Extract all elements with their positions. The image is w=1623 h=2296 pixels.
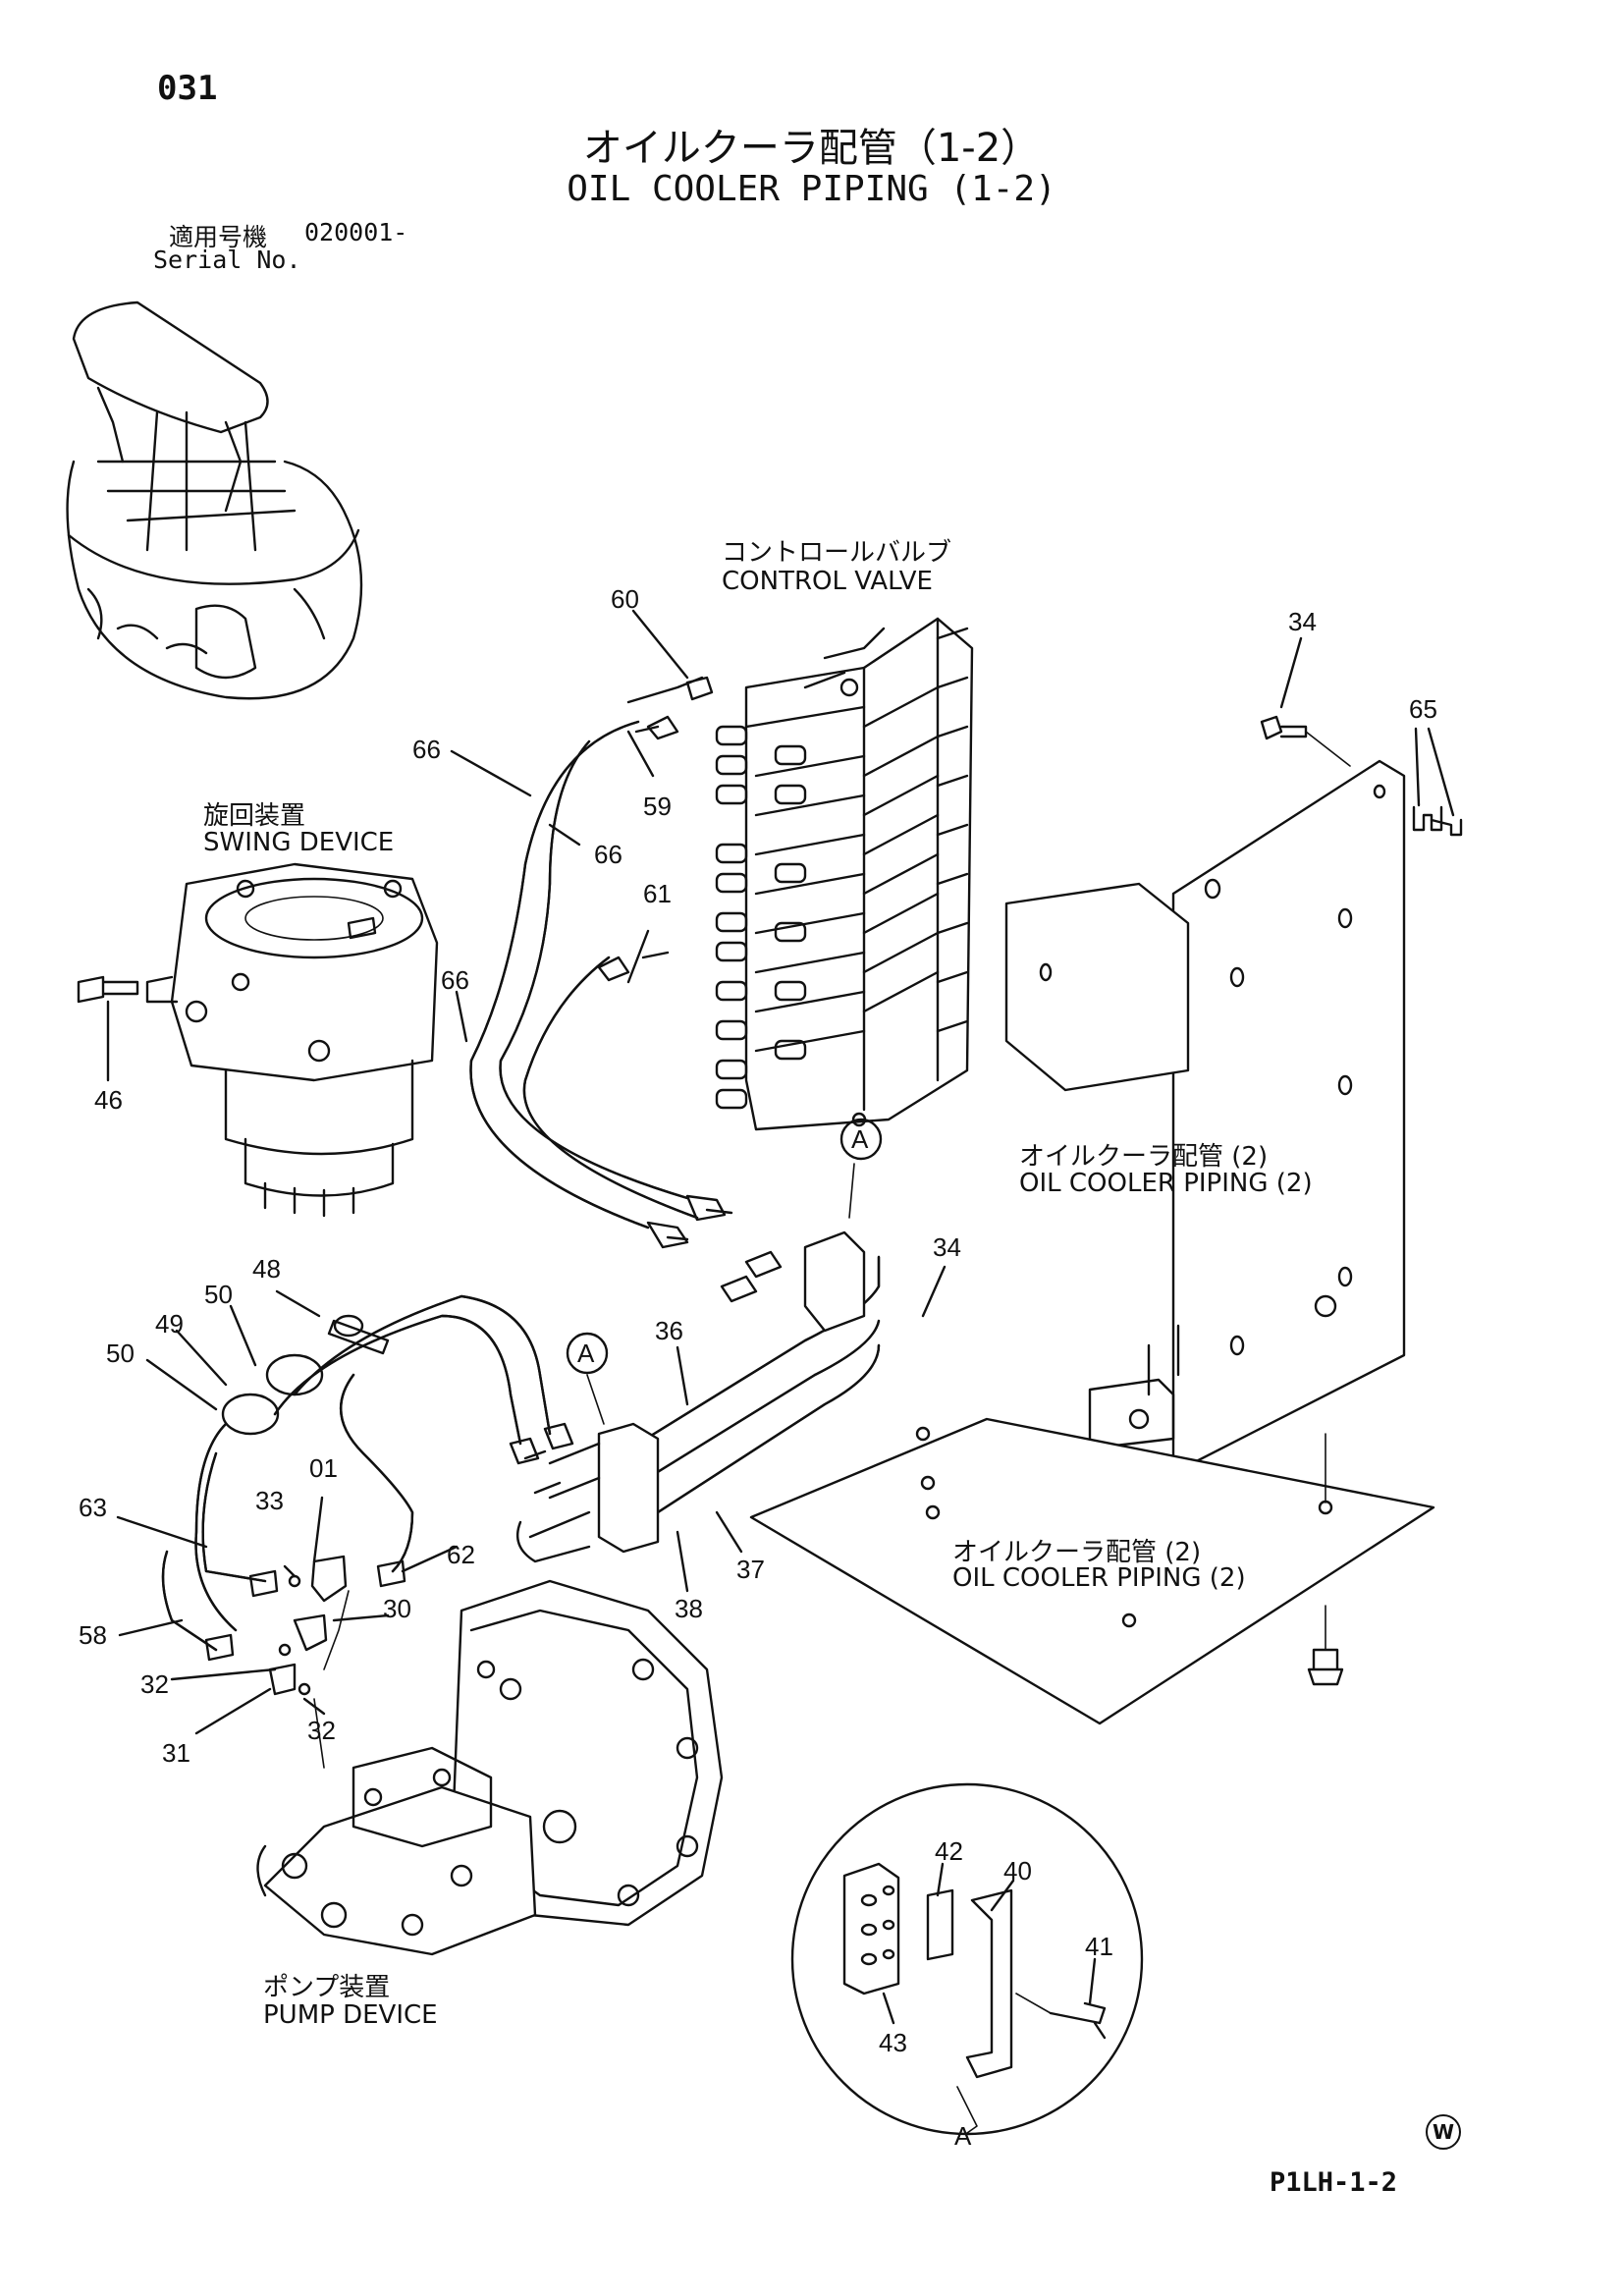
leader-lines xyxy=(106,609,1455,2025)
section-marker-a-top xyxy=(839,1118,883,1219)
pump-device-label-en: PUMP DEVICE xyxy=(263,2000,438,2030)
serial-label-jp: 適用号機 xyxy=(169,223,268,251)
part-number-66-top: 66 xyxy=(412,735,441,764)
part-number-37: 37 xyxy=(736,1555,765,1584)
part-number-30: 30 xyxy=(383,1594,411,1623)
part-number-50-lower: 50 xyxy=(106,1339,135,1368)
hose-bundle-illustration xyxy=(161,1294,574,1769)
swing-device-illustration xyxy=(77,862,439,1218)
part-number-31: 31 xyxy=(162,1738,190,1768)
oil-cooler-piping-2-label-jp-lower: オイルクーラ配管 (2) xyxy=(952,1538,1202,1567)
part-number-61: 61 xyxy=(643,879,672,908)
pump-device-illustration xyxy=(256,1579,724,1956)
part-number-43: 43 xyxy=(879,2028,907,2057)
part-number-58: 58 xyxy=(79,1620,107,1650)
part-number-36: 36 xyxy=(655,1316,683,1345)
part-number-32-left: 32 xyxy=(140,1669,169,1699)
part-number-60: 60 xyxy=(611,584,639,614)
page-number: 031 xyxy=(157,69,218,108)
part-number-32-right: 32 xyxy=(307,1716,336,1745)
page-title-jp: オイルクーラ配管（1-2） xyxy=(582,126,1041,171)
drawing-code: P1LH-1-2 xyxy=(1269,2167,1397,2198)
oil-cooler-piping-2-label-jp-upper: オイルクーラ配管 (2) xyxy=(1019,1142,1269,1172)
part-number-01: 01 xyxy=(309,1453,338,1483)
part-number-42: 42 xyxy=(935,1836,963,1866)
control-valve-label-en: CONTROL VALVE xyxy=(722,567,933,596)
part-number-63: 63 xyxy=(79,1493,107,1522)
part-number-34-bottom: 34 xyxy=(933,1232,961,1262)
oil-cooler-piping-2-label-en-lower: OIL COOLER PIPING (2) xyxy=(952,1563,1246,1593)
part-number-40: 40 xyxy=(1003,1856,1032,1886)
page-title-en: OIL COOLER PIPING (1-2) xyxy=(567,169,1056,209)
hose-66-illustration xyxy=(469,676,733,1249)
part-number-65: 65 xyxy=(1409,694,1437,724)
swing-device-label-jp: 旋回装置 xyxy=(203,801,306,831)
part-number-50-upper: 50 xyxy=(204,1280,233,1309)
watermark-symbol: W xyxy=(1426,2114,1461,2150)
part-number-66-mid: 66 xyxy=(594,840,622,869)
part-number-38: 38 xyxy=(675,1594,703,1623)
oil-cooler-bracket-illustration xyxy=(1004,715,1463,1475)
pump-device-label-jp: ポンプ装置 xyxy=(263,1973,391,2002)
machine-overview-illustration xyxy=(66,301,363,700)
serial-label-en: Serial No. xyxy=(153,246,301,274)
part-number-46: 46 xyxy=(94,1085,123,1115)
part-number-66-lower: 66 xyxy=(441,965,469,995)
part-number-49: 49 xyxy=(155,1309,184,1339)
part-number-33: 33 xyxy=(255,1486,284,1515)
serial-value: 020001- xyxy=(304,218,408,246)
base-plate-illustration xyxy=(749,1417,1435,1725)
control-valve-illustration xyxy=(715,617,974,1131)
part-number-59: 59 xyxy=(643,792,672,821)
section-marker-a-left-letter: A xyxy=(577,1339,595,1368)
detail-a-illustration xyxy=(790,1782,1144,2136)
pipe-36-37-38-illustration xyxy=(515,1230,881,1563)
section-marker-a-left xyxy=(566,1332,609,1425)
oil-cooler-piping-2-label-en-upper: OIL COOLER PIPING (2) xyxy=(1019,1169,1313,1198)
part-number-48: 48 xyxy=(252,1254,281,1284)
part-number-41: 41 xyxy=(1085,1932,1113,1961)
part-number-62: 62 xyxy=(447,1540,475,1569)
control-valve-label-jp: コントロールバルブ xyxy=(722,538,952,568)
swing-device-label-en: SWING DEVICE xyxy=(203,828,395,857)
part-number-34-top: 34 xyxy=(1288,607,1317,636)
section-marker-a-top-letter: A xyxy=(851,1124,869,1154)
detail-a-caption: A xyxy=(954,2121,972,2151)
